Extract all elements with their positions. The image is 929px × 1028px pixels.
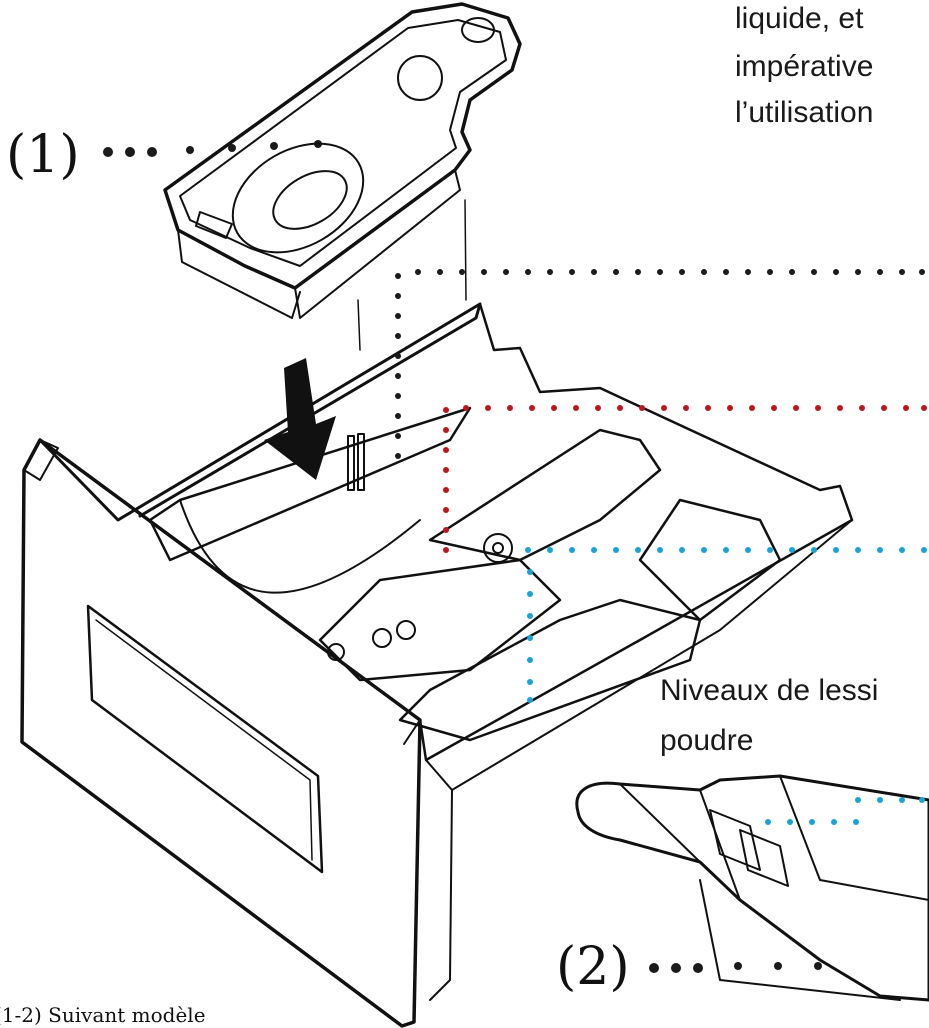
detergent-drawer (20, 302, 854, 1028)
callout-2-label: (2) (556, 937, 630, 997)
instruction-line-1: liquide, et (735, 2, 864, 35)
callout-1-label: (1) (6, 125, 80, 185)
leader-black-dotted (395, 269, 925, 459)
down-arrow-icon (264, 358, 336, 480)
leader-blue-dotted-powder (765, 797, 925, 825)
liquid-detergent-insert (163, 2, 522, 351)
footnote: (1-2) Suivant modèle (0, 1003, 206, 1027)
leader-red-dotted (443, 405, 927, 553)
leader-blue-dotted (525, 547, 927, 703)
instruction-line-3: l’utilisation (735, 96, 873, 129)
powder-levels-line-2: poudre (660, 724, 753, 757)
instruction-line-2: impérative (735, 50, 873, 83)
powder-insert (575, 774, 929, 1002)
callout-2-leader (649, 962, 822, 973)
powder-levels-line-1: Niveaux de lessi (660, 674, 878, 707)
